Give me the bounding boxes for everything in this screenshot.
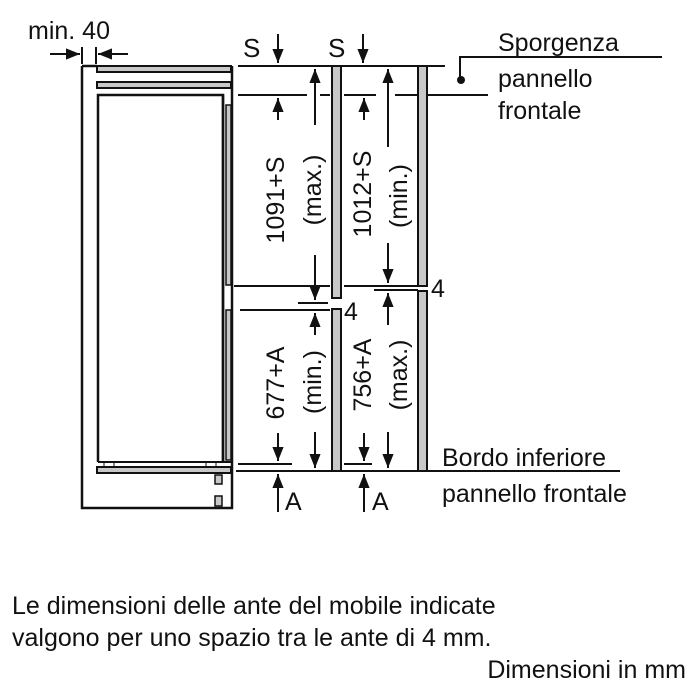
note-line-2: valgono per uno spazio tra le ante di 4 … [12,624,492,652]
upper-max-qualifier: (max.) [299,155,327,226]
units-note: Dimensioni in mm [487,656,686,684]
sporgenza-leader [459,56,662,78]
lower-min-value: 677+A [262,346,290,419]
lower-door-panel-left [331,308,342,472]
s-label-left: S [243,33,260,63]
bordo-label-line2: pannello frontale [442,480,627,508]
gap-label-left: 4 [344,298,358,326]
upper-dimension-arrows [309,69,394,300]
lower-min-qualifier: (min.) [299,350,327,414]
sporgenza-label-line2: pannello [498,65,593,93]
bordo-label-line1: Bordo inferiore [442,444,606,472]
gap-label-right: 4 [431,275,445,303]
a-label-right: A [372,488,389,516]
upper-door-panel-left [331,65,342,299]
a-label-left: A [285,488,302,516]
sporgenza-label-line1: Sporgenza [498,29,619,57]
s-arrows [272,34,370,120]
min-gap-label: min. 40 [28,17,110,45]
lower-door-panel-right [417,290,428,472]
s-label-right: S [328,33,345,63]
upper-min-value: 1012+S [349,151,377,238]
lower-max-qualifier: (max.) [385,340,413,411]
sporgenza-dot [457,76,465,84]
lower-dimension-arrows [272,293,394,512]
lower-max-value: 756+A [349,338,377,411]
upper-min-qualifier: (min.) [385,164,413,228]
appliance-side-view [80,64,234,510]
upper-door-panel-right [417,65,428,287]
door-panels [331,65,428,472]
upper-max-value: 1091+S [262,157,290,244]
side-clearance-dimension [50,47,128,64]
sporgenza-label-line3: frontale [498,97,581,125]
note-line-1: Le dimensioni delle ante del mobile indi… [12,592,496,620]
